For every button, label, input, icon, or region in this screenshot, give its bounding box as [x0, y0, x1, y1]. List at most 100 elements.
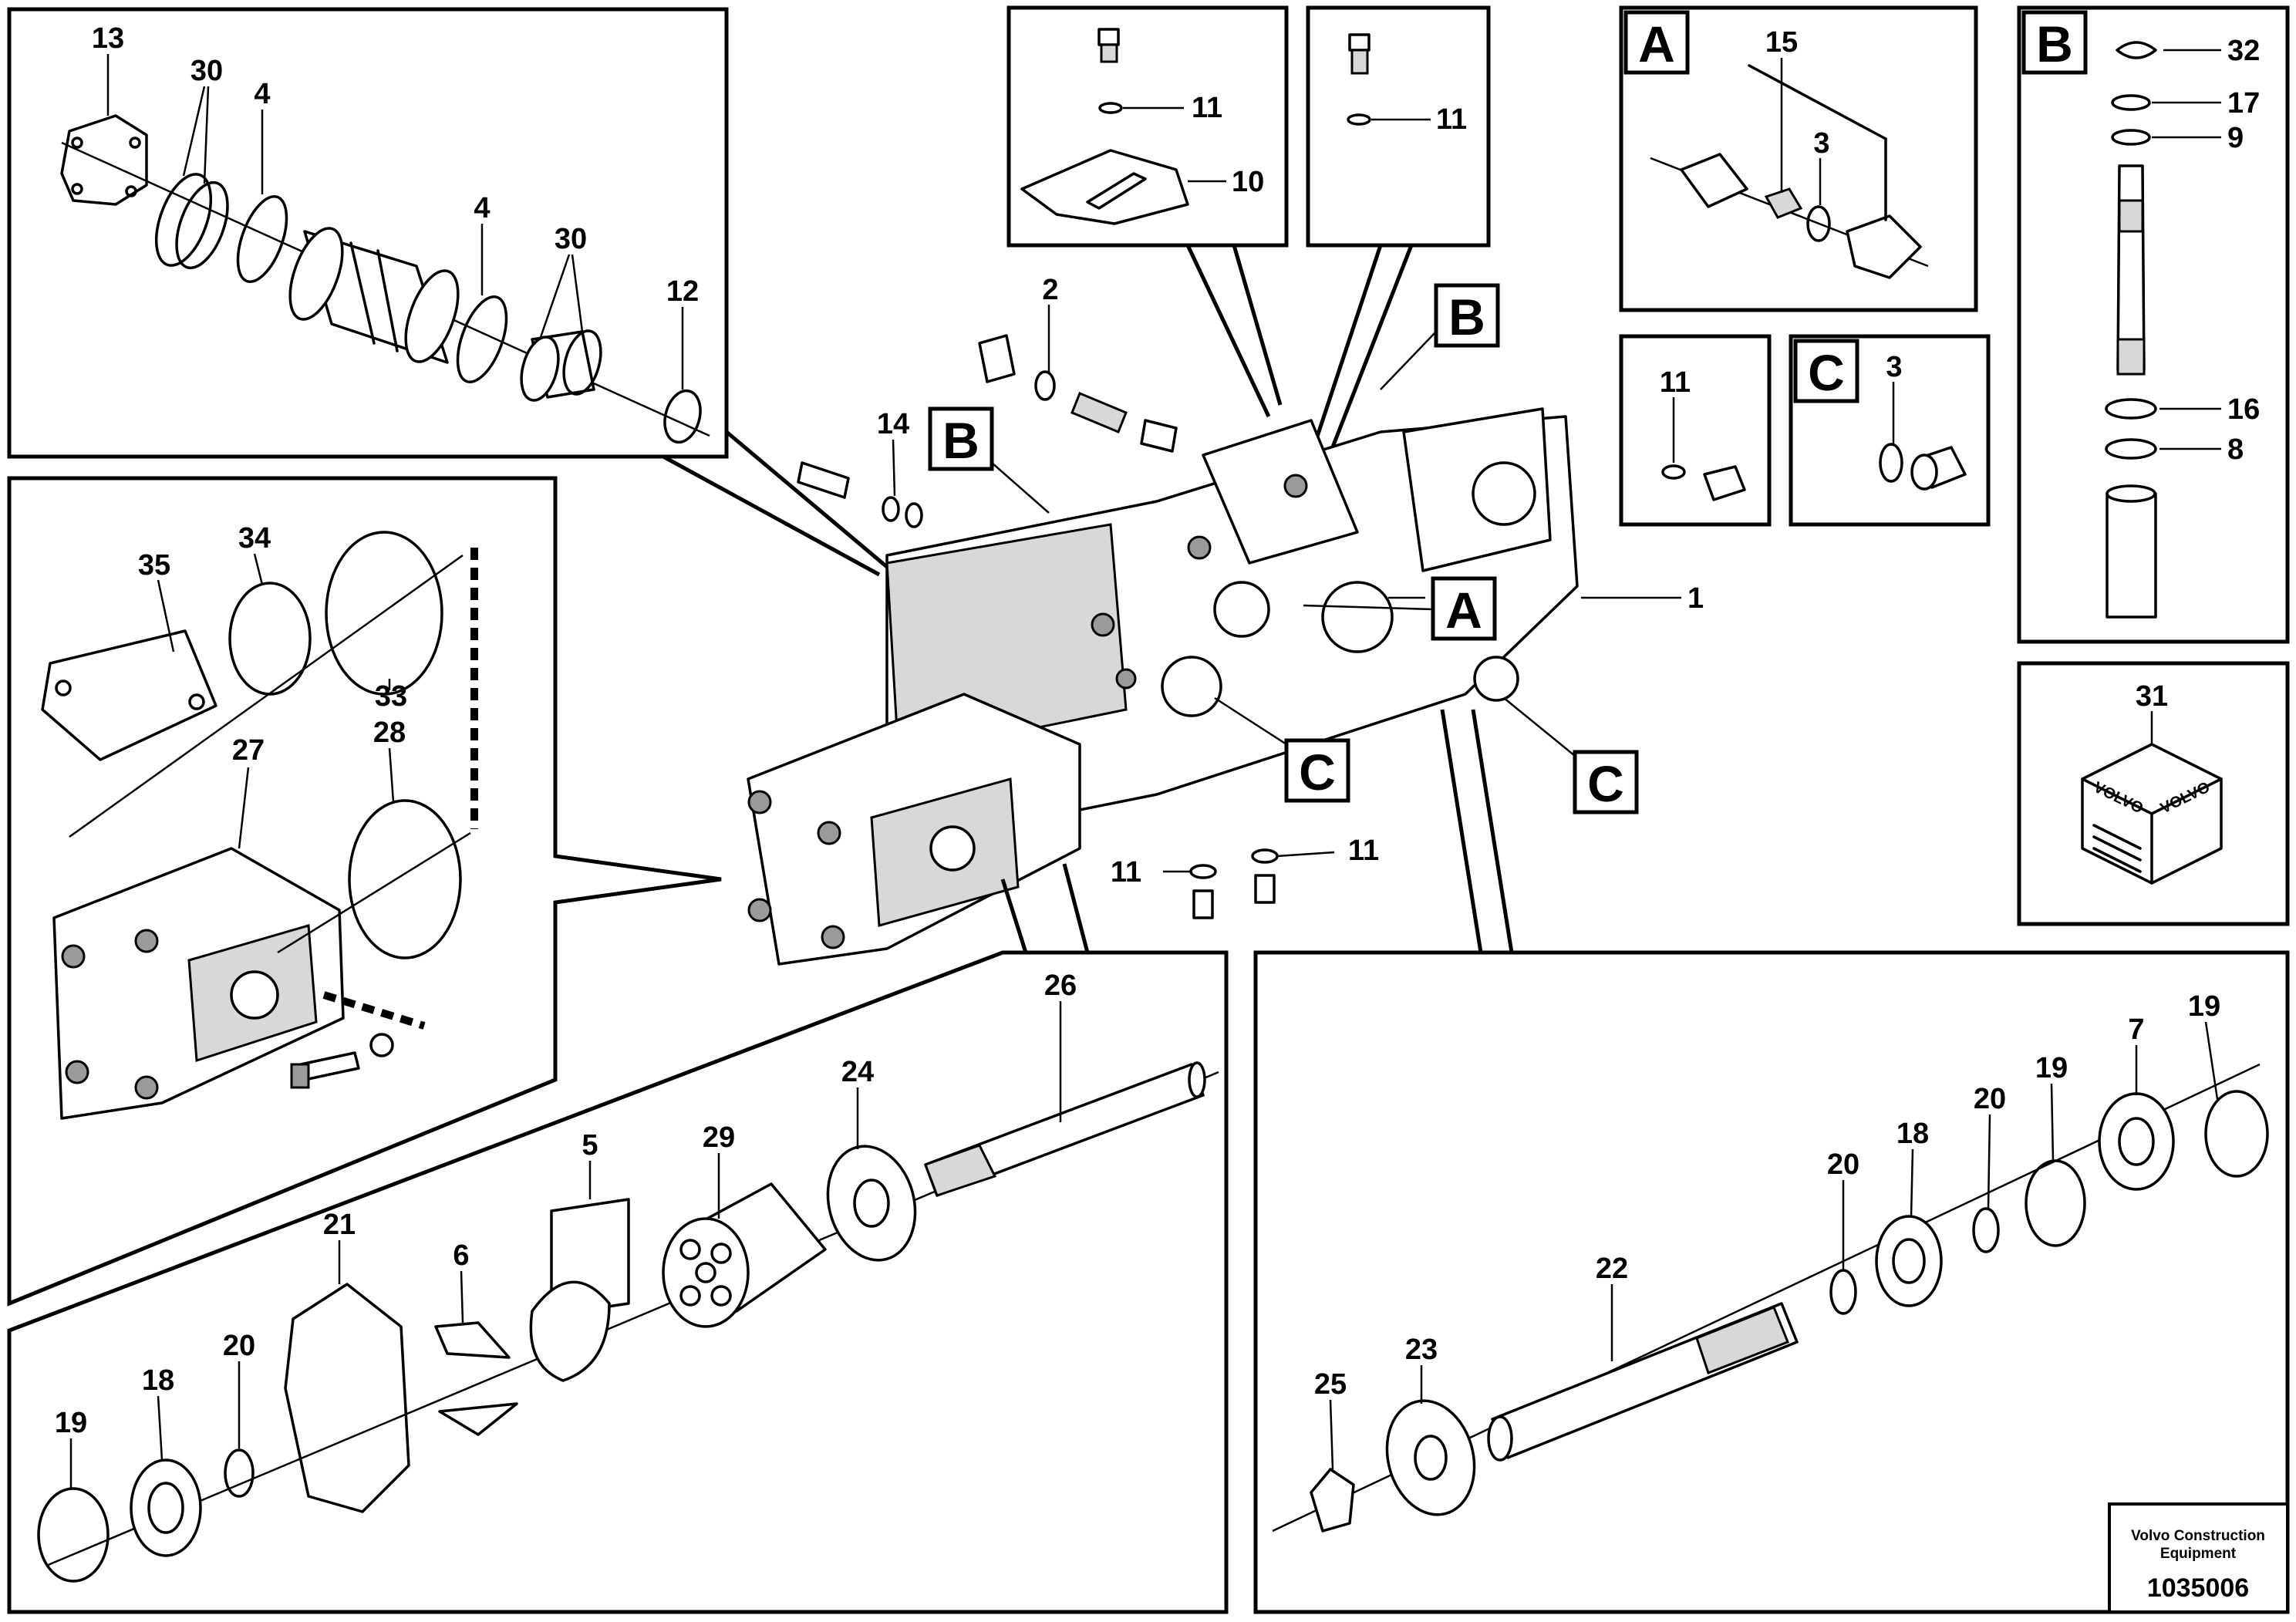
marker-b-top: B [1448, 288, 1485, 346]
part-4-oring-b [456, 295, 508, 383]
callout-13: 13 [92, 22, 124, 55]
callout-4: 4 [254, 78, 270, 110]
callout-20: 20 [1827, 1148, 1859, 1181]
callout-16: 16 [2227, 393, 2260, 426]
part-12-retaining-ring [663, 389, 702, 444]
part-25-gear [1310, 1468, 1355, 1533]
part-32-clip [2116, 41, 2157, 59]
panel-detail-c: C 3 [1789, 334, 1991, 527]
part-16-ring [2105, 398, 2157, 420]
callout-7: 7 [2128, 1013, 2144, 1046]
callout-35: 35 [138, 549, 170, 582]
part-35-cover [41, 629, 217, 761]
panel-plate: 11 10 [1006, 5, 1289, 248]
panel-detail-b: B 32 17 9 16 8 [2017, 5, 2290, 644]
callout-2: 2 [1042, 274, 1058, 306]
part-20-ring [224, 1448, 255, 1498]
callout-11: 11 [1660, 366, 1691, 399]
part-5-retainer [550, 1198, 630, 1317]
marker-c-right: C [1587, 755, 1624, 812]
part-30-seal-a [154, 173, 213, 267]
part-21-gasket [284, 1283, 410, 1513]
callout-33: 33 [375, 680, 407, 713]
callout-28: 28 [373, 717, 406, 749]
callout-12: 12 [666, 275, 699, 308]
company-line-2: Equipment [2160, 1546, 2237, 1562]
title-block: Volvo Construction Equipment 1035006 [2108, 1502, 2289, 1614]
part-9-ring [2111, 129, 2151, 146]
callout-19: 19 [55, 1407, 87, 1439]
callout-21: 21 [323, 1209, 356, 1241]
part-24-valve-plate [826, 1145, 917, 1262]
callout-1: 1 [1687, 582, 1704, 615]
company-line-1: Volvo Construction [2131, 1528, 2265, 1544]
part-19-snap-ring-b [2204, 1090, 2269, 1178]
callout-31: 31 [2136, 680, 2168, 713]
panel-plug: 11 [1306, 5, 1491, 248]
callout-18: 18 [1896, 1118, 1929, 1150]
part-18-bearing [130, 1458, 202, 1557]
part-6-shoe [434, 1321, 511, 1359]
callout-18: 18 [142, 1364, 174, 1397]
callout-11: 11 [1348, 835, 1379, 867]
callout-20: 20 [1974, 1083, 2006, 1115]
detail-a-label: A [1638, 15, 1675, 73]
callout-27: 27 [232, 734, 265, 767]
marker-b-left: B [942, 412, 979, 469]
callout-23: 23 [1405, 1334, 1438, 1366]
panel-top-left: 13 30 4 4 30 12 [7, 7, 729, 459]
panel-kit-31: VOLVO VOLVO 31 [2017, 661, 2290, 926]
detail-b-label: B [2036, 15, 2073, 73]
callout-11: 11 [1192, 92, 1222, 124]
part-7-bearing [2098, 1092, 2175, 1191]
callout-32: 32 [2227, 35, 2260, 67]
callout-15: 15 [1765, 26, 1798, 59]
callout-30: 30 [555, 223, 587, 255]
spool-sleeve [2106, 492, 2157, 619]
part-20-ring-b [1972, 1207, 2000, 1253]
drawing-number: 1035006 [2147, 1573, 2249, 1603]
callout-34: 34 [238, 522, 271, 555]
callout-5: 5 [582, 1129, 598, 1162]
part-4-oring-a [236, 195, 288, 283]
marker-c-left: C [1299, 744, 1336, 801]
callout-30: 30 [190, 55, 223, 87]
callout-3: 3 [1886, 351, 1902, 383]
main-pump-assembly: 2 14 1 11 11 [747, 274, 1704, 966]
callout-11: 11 [1111, 856, 1141, 889]
callout-22: 22 [1596, 1253, 1628, 1285]
callout-26: 26 [1044, 969, 1077, 1002]
panel-rotating-group: 26 24 29 5 21 6 20 18 19 [7, 950, 1229, 1614]
detail-c-label: C [1808, 344, 1845, 401]
valve-plug [1846, 214, 1922, 279]
callout-24: 24 [841, 1056, 874, 1088]
panel-gear-pump: 35 34 33 27 28 [7, 476, 722, 1307]
callout-4: 4 [474, 192, 490, 224]
callout-19: 19 [2035, 1052, 2068, 1084]
part-18-bearing-b [1875, 1215, 1943, 1307]
callout-17: 17 [2227, 87, 2260, 120]
callout-8: 8 [2227, 433, 2244, 466]
part-19-snap-ring-c [2025, 1159, 2086, 1247]
valve-spring [1680, 153, 1748, 208]
part-17-ring [2111, 94, 2151, 111]
callout-20: 20 [223, 1330, 255, 1362]
part-28-oring [348, 799, 462, 959]
part-2-valve [978, 334, 1016, 383]
callout-19: 19 [2188, 990, 2220, 1023]
part-33-oring [325, 531, 443, 696]
callout-3: 3 [1813, 127, 1829, 160]
part-8-ring [2105, 438, 2157, 460]
part-10-plate [1020, 149, 1189, 225]
detail-markers-main: B B A C C [928, 283, 1639, 814]
part-19-snap-ring [37, 1487, 110, 1583]
part-14-fitting [797, 461, 850, 499]
callout-6: 6 [453, 1239, 469, 1272]
callout-14: 14 [877, 408, 909, 440]
marker-a-main: A [1445, 582, 1482, 639]
callout-11: 11 [1436, 103, 1467, 136]
callout-25: 25 [1314, 1368, 1347, 1401]
callout-10: 10 [1232, 166, 1264, 198]
part-23-plate [1385, 1399, 1476, 1516]
